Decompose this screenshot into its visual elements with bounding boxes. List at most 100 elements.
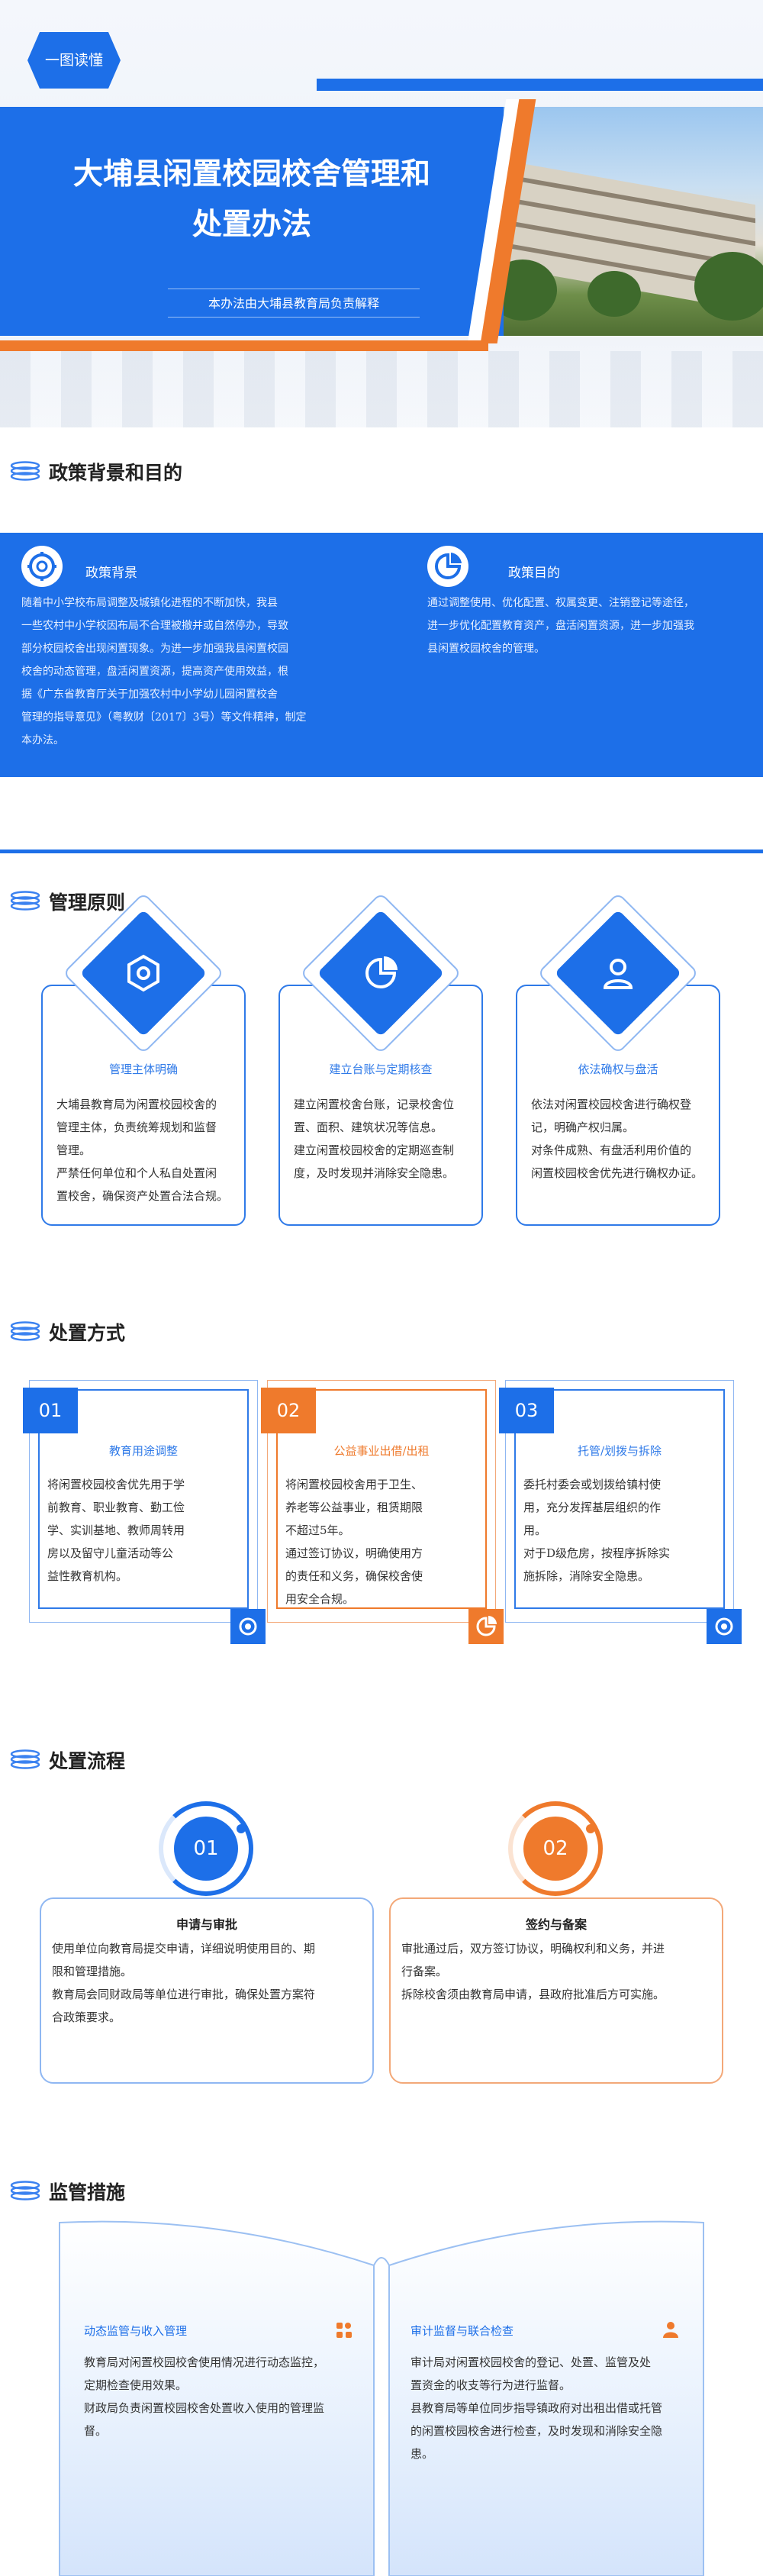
- text-line: 用安全合规。: [285, 1592, 355, 1606]
- method-number-3: 03: [499, 1388, 554, 1433]
- section-title-process: 处置流程: [49, 1750, 126, 1772]
- text-line: 建立闲置校园校舍的定期巡查制: [294, 1143, 455, 1157]
- text-line: 患。: [410, 2447, 434, 2461]
- text-line: 管理主体，负责统筹规划和监督: [56, 1120, 217, 1134]
- process-body-2: 审批通过后，双方签订协议，明确权利和义务，并进 行备案。 拆除校舍须由教育局申请…: [401, 1937, 714, 2006]
- text-line: 严禁任何单位和个人私自处置闲: [56, 1166, 217, 1180]
- policy-background-title: 政策背景: [85, 566, 137, 581]
- text-line: 置、面积、建筑状况等信息。: [294, 1120, 443, 1134]
- background-building-image: [0, 351, 763, 427]
- method-title-1: 教育用途调整: [108, 1444, 178, 1458]
- decor-bar: [317, 79, 763, 91]
- hexagon-nut-icon: [127, 954, 159, 992]
- process-body-1: 使用单位向教育局提交申请，详细说明使用目的、期 限和管理措施。 教育局会同财政局…: [52, 1937, 365, 2029]
- stack-icon: [10, 1321, 40, 1341]
- method-number-1: 01: [23, 1388, 78, 1433]
- hero-banner: 一图读懂 大埔县闲置校园校舍管理和 处置办法 本办法由大埔县教育局负责解释: [0, 0, 763, 427]
- grid-icon: [336, 2323, 352, 2338]
- badge-label: 一图读懂: [44, 52, 103, 69]
- stack-icon: [10, 1749, 40, 1769]
- text-line: 将闲置校园校舍用于卫生、: [285, 1478, 423, 1491]
- principle-body-2: 建立闲置校舍台账，记录校舍位 置、面积、建筑状况等信息。 建立闲置校园校舍的定期…: [294, 1093, 477, 1185]
- method-number-2: 02: [261, 1388, 316, 1433]
- section-title-background: 政策背景和目的: [49, 462, 183, 484]
- text-line: 通过签订协议，明确使用方: [285, 1546, 423, 1560]
- pie-chart-icon: [365, 956, 398, 988]
- text-line: 限和管理措施。: [52, 1965, 133, 1978]
- text-line: 度，及时发现并消除安全隐患。: [294, 1166, 455, 1180]
- supervision-body-right: 审计局对闲置校园校舍的登记、处置、监管及处 置资金的收支等行为进行监督。 县教育…: [410, 2351, 693, 2465]
- section-title-methods: 处置方式: [49, 1322, 126, 1344]
- divider: [0, 850, 763, 853]
- policy-band: [0, 533, 763, 777]
- text-line: 养老等公益事业，租赁期限: [285, 1501, 423, 1514]
- text-line: 委托村委会或划拨给镇村使: [523, 1478, 662, 1491]
- badge: 一图读懂: [26, 29, 122, 92]
- step-number-2: 02: [523, 1817, 588, 1881]
- text-line: 本办法。: [21, 734, 64, 746]
- text-line: 合政策要求。: [52, 2010, 121, 2024]
- principle-body-3: 依法对闲置校园校舍进行确权登 记，明确产权归属。 对条件成熟、有盘活利用价值的 …: [531, 1093, 714, 1185]
- decor-orange-line: [0, 340, 488, 351]
- text-line: 记，明确产权归属。: [531, 1120, 635, 1134]
- step-number-1: 01: [174, 1817, 238, 1881]
- text-line: 部分校园校舍出现闲置现象。为进一步加强我县闲置校园: [21, 643, 288, 655]
- text-line: 前教育、职业教育、勤工俭: [47, 1501, 185, 1514]
- text-line: 益性教育机构。: [47, 1569, 128, 1583]
- open-book-graphic: [59, 2220, 704, 2576]
- user-icon: [603, 959, 633, 989]
- policy-purpose-title: 政策目的: [508, 566, 560, 581]
- text-line: 一些农村中小学校因布局不合理被撤并或自然停办，导致: [21, 620, 288, 632]
- process-title-1: 申请与审批: [175, 1917, 237, 1932]
- text-line: 对条件成熟、有盘活利用价值的: [531, 1143, 692, 1157]
- text-line: 随着中小学校布局调整及城镇化进程的不断加快，我县: [21, 597, 278, 609]
- title-line-2: 处置办法: [192, 207, 311, 242]
- pie-chart-icon: [427, 546, 468, 587]
- hexagon-shape: [27, 32, 121, 89]
- process-title-2: 签约与备案: [525, 1917, 587, 1932]
- text-line: 置校舍，确保资产处置合法合规。: [56, 1189, 229, 1203]
- process-card-2: [389, 1897, 723, 2084]
- text-line: 闲置校园校舍优先进行确权办证。: [531, 1166, 703, 1180]
- step-ring-2: [508, 1801, 603, 1896]
- text-line: 管理。: [56, 1143, 92, 1157]
- text-line: 审计局对闲置校园校舍的登记、处置、监管及处: [410, 2355, 652, 2369]
- text-line: 将闲置校园校舍优先用于学: [47, 1478, 185, 1491]
- gear-icon: [707, 1609, 742, 1644]
- policy-background-text: 随着中小学校布局调整及城镇化进程的不断加快，我县 一些农村中小学校因布局不合理被…: [21, 592, 349, 752]
- gear-icon: [21, 546, 63, 587]
- section-title-supervision: 监管措施: [49, 2181, 126, 2204]
- method-card-3-frame: [505, 1380, 734, 1623]
- text-line: 学、实训基地、教师周转用: [47, 1523, 185, 1537]
- method-card-2-frame: [267, 1380, 496, 1623]
- pie-chart-icon: [468, 1609, 504, 1644]
- stack-icon: [10, 461, 40, 481]
- text-line: 不超过5年。: [285, 1523, 350, 1537]
- supervision-title-left: 动态监管与收入管理: [84, 2324, 188, 2338]
- principle-title-1: 管理主体明确: [108, 1062, 178, 1076]
- text-line: 审批通过后，双方签订协议，明确权利和义务，并进: [401, 1942, 665, 1955]
- text-line: 拆除校舍须由教育局申请，县政府批准后方可实施。: [401, 1988, 665, 2001]
- step-dot: [237, 1824, 246, 1833]
- text-line: 据《广东省教育厅关于加强农村中小学幼儿园闲置校舍: [21, 688, 278, 701]
- text-line: 督。: [84, 2424, 108, 2438]
- step-ring-1: [159, 1801, 253, 1896]
- text-line: 用，充分发挥基层组织的作: [523, 1501, 662, 1514]
- text-line: 大埔县教育局为闲置校园校舍的: [56, 1098, 217, 1111]
- subtitle: 本办法由大埔县教育局负责解释: [208, 296, 379, 311]
- text-line: 财政局负责闲置校园校舍处置收入使用的管理监: [84, 2401, 325, 2415]
- text-line: 教育局会同财政局等单位进行审批，确保处置方案符: [52, 1988, 316, 2001]
- text-line: 进一步优化配置教育资产，盘活闲置资源，进一步加强我: [427, 620, 694, 632]
- text-line: 施拆除，消除安全隐患。: [523, 1569, 650, 1583]
- text-line: 县闲置校园校舍的管理。: [427, 643, 545, 655]
- method-card-1-frame: [29, 1380, 258, 1623]
- principle-title-2: 建立台账与定期核查: [329, 1062, 433, 1076]
- text-line: 使用单位向教育局提交申请，详细说明使用目的、期: [52, 1942, 316, 1955]
- text-line: 定期检查使用效果。: [84, 2378, 188, 2392]
- stack-icon: [10, 2181, 40, 2200]
- method-body-1: 将闲置校园校舍优先用于学 前教育、职业教育、勤工俭 学、实训基地、教师周转用 房…: [47, 1473, 238, 1588]
- subtitle-box: 本办法由大埔县教育局负责解释: [168, 289, 420, 318]
- title-line-1: 大埔县闲置校园校舍管理和: [72, 156, 430, 192]
- text-line: 依法对闲置校园校舍进行确权登: [531, 1098, 692, 1111]
- page-title: 大埔县闲置校园校舍管理和 处置办法: [53, 149, 450, 250]
